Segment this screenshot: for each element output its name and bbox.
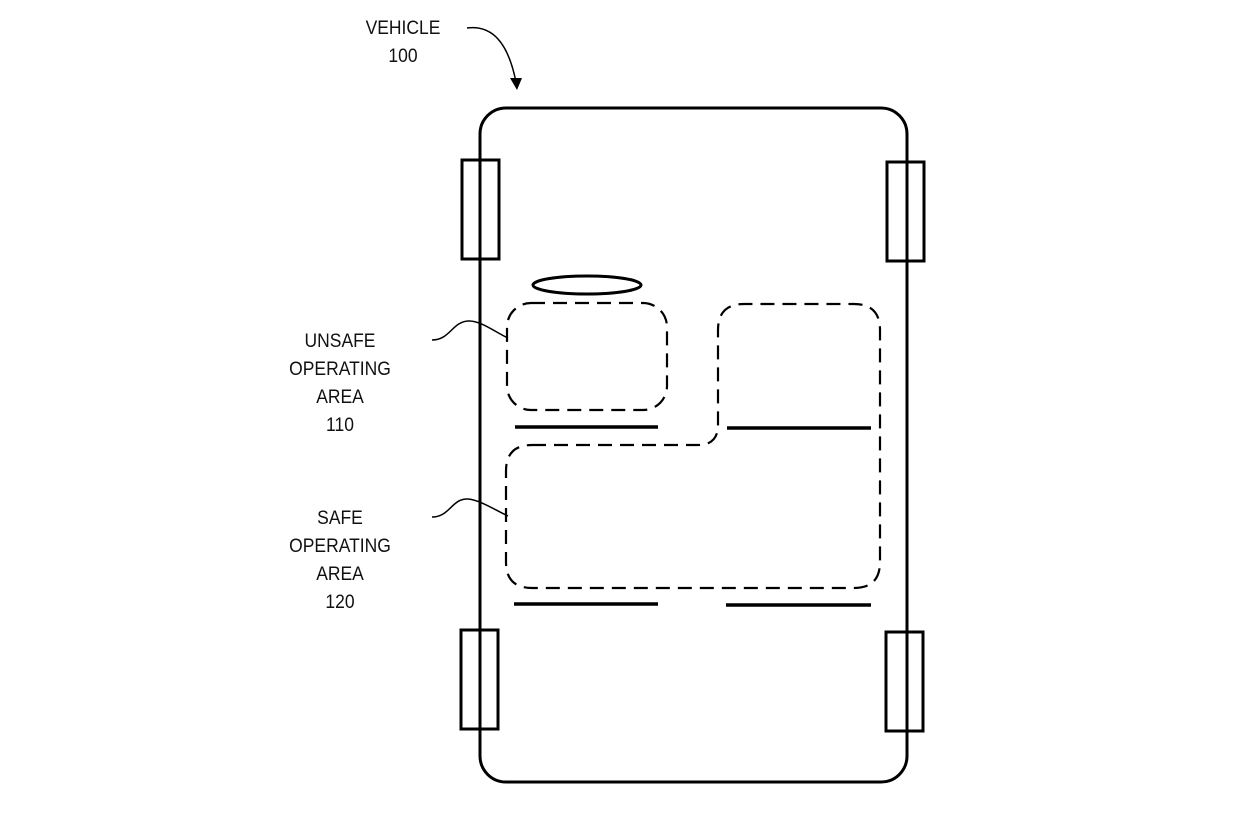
vehicle-label: VEHICLE 100 (365, 18, 441, 67)
vehicle-pointer-arrow (466, 26, 517, 83)
safe-area-label: SAFE OPERATING AREA 120 (289, 508, 391, 613)
safe-leader-line (431, 498, 509, 518)
unsafe-operating-area-outline (505, 301, 669, 412)
safe-operating-area-outline (504, 302, 882, 590)
steering-wheel (531, 274, 643, 296)
wheel-rear-left (459, 628, 500, 731)
vehicle-body (478, 106, 909, 784)
arrow-head-icon (510, 78, 522, 90)
unsafe-leader-line (431, 320, 509, 341)
wheel-front-left (460, 158, 501, 261)
wheel-rear-right (884, 630, 925, 733)
unsafe-area-label: UNSAFE OPERATING AREA 110 (289, 331, 391, 436)
wheel-front-right (885, 160, 926, 263)
